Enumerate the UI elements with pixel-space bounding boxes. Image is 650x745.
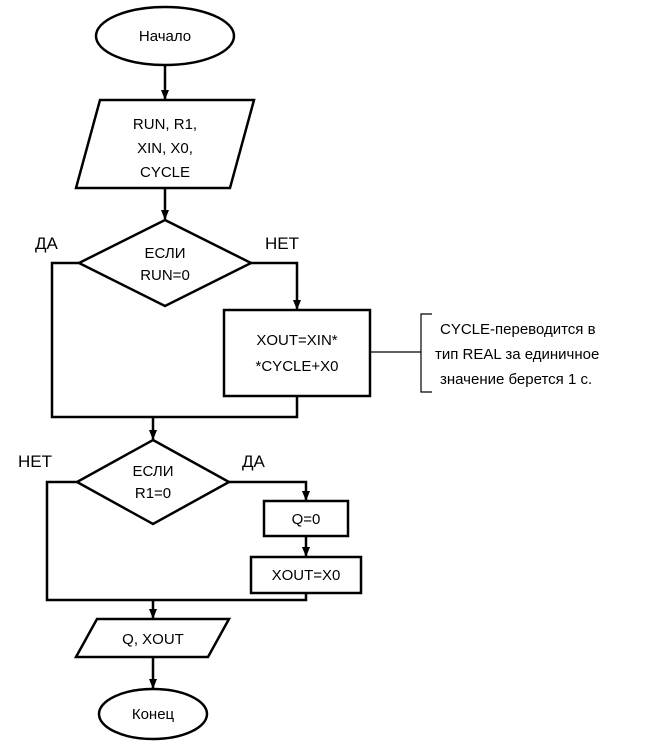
input-block: RUN, R1, XIN, X0, CYCLE (74, 98, 256, 190)
decision-run-line-2: RUN=0 (140, 267, 190, 284)
decision-r1-line-2: R1=0 (135, 485, 171, 502)
branch-r1-yes: ДА (242, 452, 266, 471)
branch-run-no: НЕТ (265, 234, 299, 253)
edge-setxout-merge (153, 593, 308, 602)
start-terminal: Начало (94, 5, 236, 67)
decision-r1-line-1: ЕСЛИ (133, 463, 174, 480)
output-block: Q, XOUT (73, 617, 232, 659)
annotation-bracket (420, 313, 432, 393)
start-label: Начало (139, 28, 191, 45)
input-line-3: CYCLE (140, 164, 190, 181)
branch-run-yes: ДА (35, 234, 59, 253)
set-q-block: Q=0 (262, 499, 350, 538)
input-line-1: RUN, R1, (133, 116, 197, 133)
edge-condr1-no-merge (45, 480, 153, 602)
end-label: Конец (132, 706, 175, 723)
annotation-line-1: CYCLE-переводится в (440, 321, 596, 338)
calc-block: XOUT=XIN* *CYCLE+X0 (222, 308, 372, 398)
edge-condrun-calc (251, 261, 301, 310)
input-line-2: XIN, X0, (137, 140, 193, 157)
set-q-label: Q=0 (292, 511, 321, 528)
edge-condr1-setq (229, 480, 310, 501)
calc-line-2: *CYCLE+X0 (256, 358, 339, 375)
decision-r1: ЕСЛИ R1=0 (74, 438, 232, 526)
decision-run: ЕСЛИ RUN=0 (76, 218, 254, 308)
edge-condrun-yes-merge (50, 261, 153, 419)
end-terminal: Конец (97, 687, 209, 741)
edge-calc-merge (153, 396, 299, 419)
set-xout-block: XOUT=X0 (249, 555, 363, 595)
annotation-line-2: тип REAL за единичное (435, 346, 599, 363)
calc-line-1: XOUT=XIN* (256, 332, 337, 349)
output-label: Q, XOUT (122, 631, 184, 648)
set-xout-label: XOUT=X0 (272, 567, 341, 584)
decision-run-line-1: ЕСЛИ (145, 245, 186, 262)
branch-r1-no: НЕТ (18, 452, 52, 471)
annotation-note: CYCLE-переводится в тип REAL за единично… (435, 321, 599, 388)
annotation-line-3: значение берется 1 с. (440, 371, 592, 388)
